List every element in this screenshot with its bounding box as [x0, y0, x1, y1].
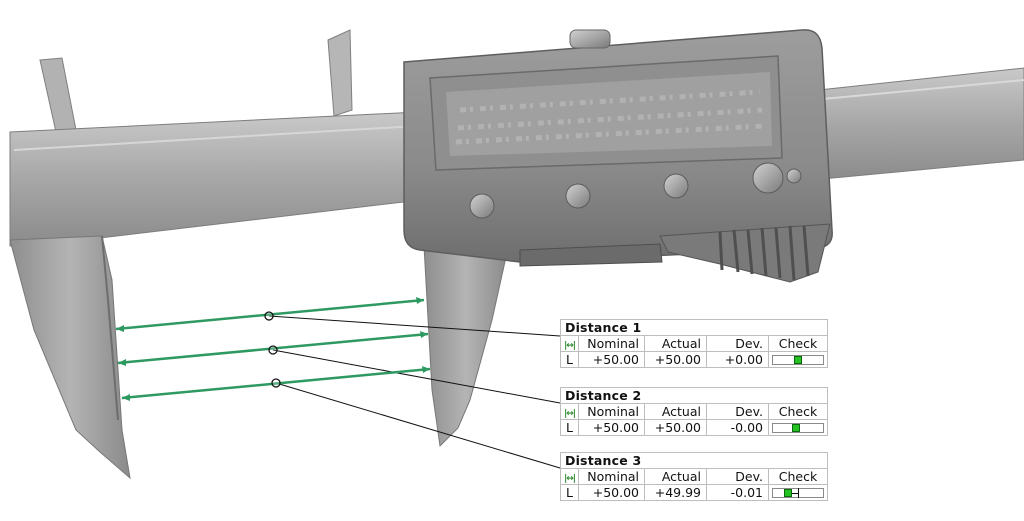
dev-value: -0.01	[707, 485, 769, 500]
distance-1-anchor	[264, 311, 274, 321]
nominal-value: +50.00	[579, 352, 645, 367]
header-row: |↔| Nominal Actual Dev. Check	[561, 404, 827, 419]
actual-value: +50.00	[645, 352, 707, 367]
distance-icon: |↔|	[561, 404, 579, 419]
distance-1-measure-line	[115, 297, 425, 332]
col-nominal: Nominal	[579, 336, 645, 351]
check-indicator	[784, 489, 792, 497]
distance-3-anchor	[271, 378, 281, 388]
value-row: L +50.00 +50.00 -0.00	[561, 419, 827, 435]
distance-3-measure-line	[121, 366, 431, 401]
actual-value: +49.99	[645, 485, 707, 500]
col-nominal: Nominal	[579, 404, 645, 419]
col-dev: Dev.	[707, 469, 769, 484]
value-row: L +50.00 +49.99 -0.01	[561, 484, 827, 500]
check-cell	[769, 352, 827, 367]
col-dev: Dev.	[707, 404, 769, 419]
row-label: L	[561, 485, 579, 500]
col-actual: Actual	[645, 469, 707, 484]
label-title: Distance 2	[561, 388, 827, 404]
dev-value: +0.00	[707, 352, 769, 367]
caliper-model	[9, 29, 1024, 480]
measurement-overlay	[115, 297, 561, 469]
col-actual: Actual	[645, 404, 707, 419]
check-bar	[772, 355, 824, 365]
nominal-value: +50.00	[579, 485, 645, 500]
header-row: |↔| Nominal Actual Dev. Check	[561, 336, 827, 351]
distance-icon: |↔|	[561, 469, 579, 484]
col-check: Check	[778, 469, 818, 484]
check-cell	[769, 420, 827, 435]
check-indicator	[792, 424, 800, 432]
col-nominal: Nominal	[579, 469, 645, 484]
check-deviation-stem	[792, 493, 798, 494]
value-row: L +50.00 +50.00 +0.00	[561, 351, 827, 367]
col-check: Check	[778, 336, 818, 351]
check-cell	[769, 485, 827, 500]
col-actual: Actual	[645, 336, 707, 351]
check-nominal-tick	[798, 488, 799, 498]
col-check: Check	[778, 404, 818, 419]
label-title: Distance 3	[561, 453, 827, 469]
check-bar	[772, 423, 824, 433]
col-dev: Dev.	[707, 336, 769, 351]
distance-2-anchor	[268, 345, 278, 355]
header-row: |↔| Nominal Actual Dev. Check	[561, 469, 827, 484]
distance-2-label[interactable]: Distance 2 |↔| Nominal Actual Dev. Check…	[560, 387, 828, 436]
check-indicator	[794, 356, 802, 364]
nominal-value: +50.00	[579, 420, 645, 435]
distance-icon: |↔|	[561, 336, 579, 351]
label-title: Distance 1	[561, 320, 827, 336]
row-label: L	[561, 420, 579, 435]
distance-2-measure-line	[117, 331, 429, 366]
row-label: L	[561, 352, 579, 367]
dev-value: -0.00	[707, 420, 769, 435]
actual-value: +50.00	[645, 420, 707, 435]
distance-1-label[interactable]: Distance 1 |↔| Nominal Actual Dev. Check…	[560, 319, 828, 368]
distance-3-label[interactable]: Distance 3 |↔| Nominal Actual Dev. Check…	[560, 452, 828, 501]
check-bar	[772, 488, 824, 498]
